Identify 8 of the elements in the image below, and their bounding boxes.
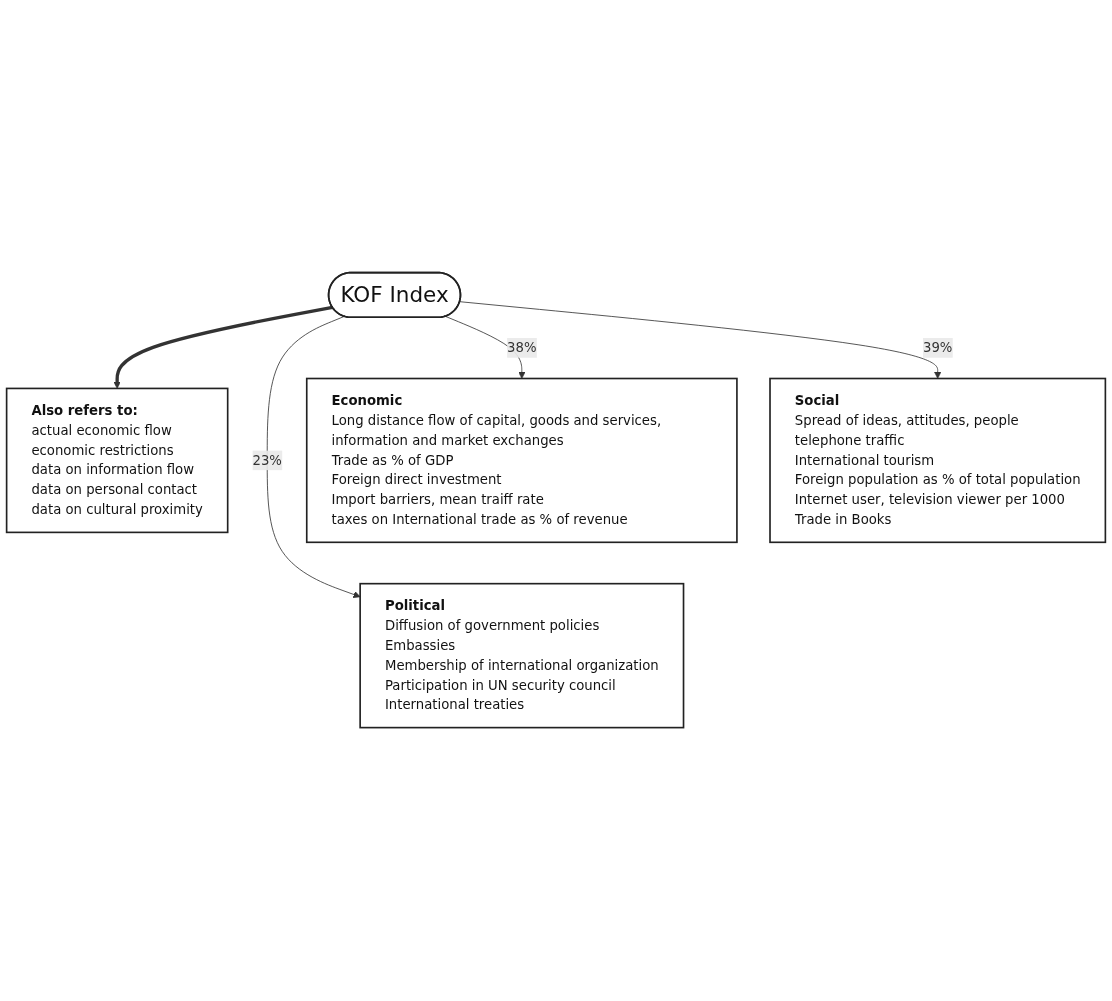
- edge-label: 23%: [252, 452, 282, 469]
- edge-label: 38%: [507, 340, 537, 356]
- edge-label: 39%: [922, 340, 953, 356]
- node-box: Also refers to: actual economic flow economic restrictions data on information flow data on personal contact data on cultural proximity: [5, 388, 229, 534]
- arrow: [113, 306, 333, 390]
- node-box: Social Spread of ideas, attitudes, people telephone traffic International tourism Foreign population as % of total population Internet user, television viewer per 1000 Trade in Books: [769, 378, 1107, 544]
- node-box: Political Diffusion of government policies Embassies Membership of international organization Participation in UN security council International treaties: [359, 583, 685, 729]
- node-box: Economic Long distance flow of capital, goods and services, information and market exchanges Trade as % of GDP Foreign direct investment Import barriers, mean traiff rate taxes on International trade as % of revenue: [305, 378, 738, 544]
